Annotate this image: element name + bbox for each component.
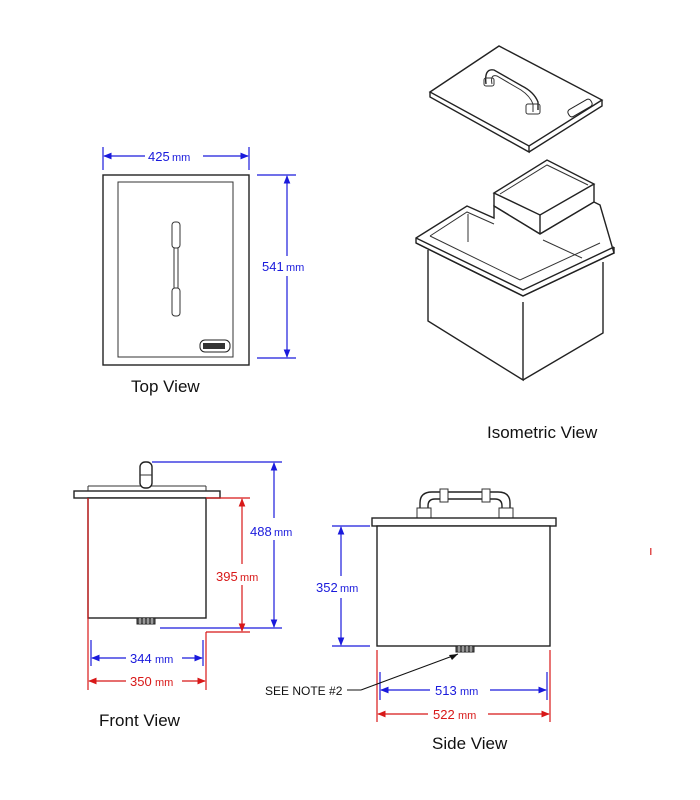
side-view-ledge [371, 517, 557, 527]
top-width-value: 425 [148, 149, 170, 164]
side-outer-width-value: 522 [433, 707, 455, 722]
front-outer-width-unit: mm [155, 677, 173, 689]
iso-body [415, 201, 615, 382]
note-leader-line [360, 653, 459, 691]
front-inner-width-value: 344 [130, 651, 152, 666]
side-height-unit: mm [340, 583, 358, 595]
front-view: 488 mm 395 mm 344 mm 350 mm Front View [73, 461, 292, 730]
top-view-label: Top View [131, 377, 200, 396]
top-width-unit: mm [172, 152, 190, 164]
stray-red-mark: ı [649, 543, 653, 558]
isometric-view: Isometric View [415, 45, 615, 442]
front-view-label: Front View [99, 711, 181, 730]
top-view-outline [102, 174, 250, 366]
top-view-logo-mark [203, 343, 225, 349]
top-view-lid [117, 181, 234, 358]
front-total-height-unit: mm [274, 527, 292, 539]
front-body-height-value: 395 [216, 569, 238, 584]
see-note-label: SEE NOTE #2 [265, 684, 343, 698]
side-view-handle [416, 488, 514, 519]
side-height-value: 352 [316, 580, 338, 595]
side-inner-width-value: 513 [435, 683, 457, 698]
side-view-label: Side View [432, 734, 508, 753]
side-outer-width-unit: mm [458, 710, 476, 722]
front-inner-width-unit: mm [155, 654, 173, 666]
top-view-handle [171, 221, 181, 317]
front-view-ledge [73, 490, 221, 499]
top-depth-value: 541 [262, 259, 284, 274]
front-view-body [87, 497, 207, 619]
iso-lid [428, 45, 604, 154]
front-outer-width-value: 350 [130, 674, 152, 689]
isometric-view-label: Isometric View [487, 423, 598, 442]
front-view-drain [136, 617, 156, 625]
side-view-body [376, 525, 551, 647]
top-view: 425 mm 541 mm Top View [102, 147, 304, 396]
side-view-drain [455, 645, 475, 653]
front-body-height-unit: mm [240, 572, 258, 584]
side-view: 352 mm 513 mm 522 mm SEE NOTE #2 Side Vi… [265, 488, 557, 753]
front-total-height-value: 488 [250, 524, 272, 539]
top-depth-unit: mm [286, 262, 304, 274]
note-leader-arrowhead [449, 654, 458, 660]
side-inner-width-unit: mm [460, 686, 478, 698]
